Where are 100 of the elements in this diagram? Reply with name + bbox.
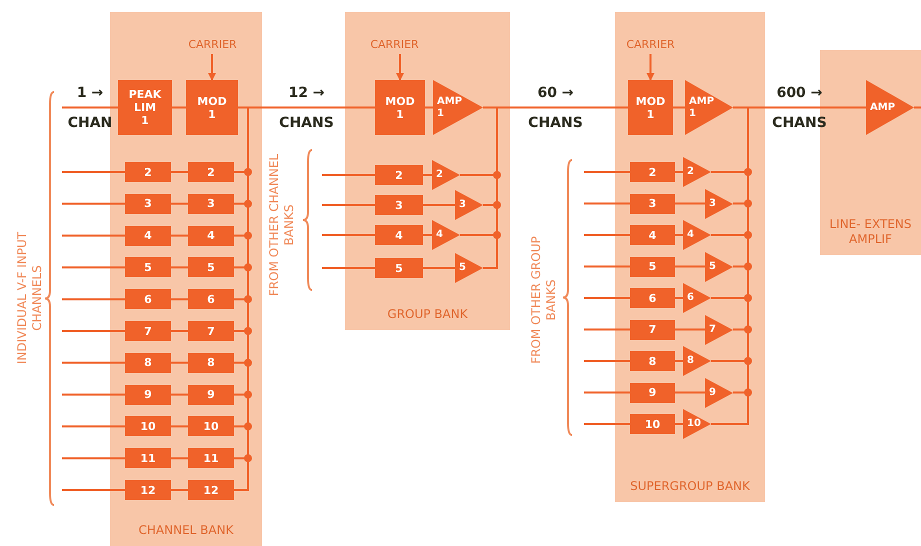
signal-line xyxy=(675,266,705,268)
arrow xyxy=(646,54,654,81)
circuit-block: 7 xyxy=(125,321,171,341)
carrier-label: CARRIER xyxy=(180,38,245,54)
signal-line xyxy=(423,234,432,236)
signal-line xyxy=(584,171,630,173)
side-caption: FROM OTHER CHANNEL BANKS xyxy=(267,153,297,297)
signal-line xyxy=(584,266,630,268)
circuit-block: 2 xyxy=(375,165,423,185)
circuit-block: 6 xyxy=(630,288,675,308)
circuit-block: 2 xyxy=(125,162,171,182)
side-caption: INDIVIDUAL V-F INPUT CHANNELS xyxy=(15,230,45,366)
circuit-block: 7 xyxy=(188,321,234,341)
circuit-block: 4 xyxy=(188,226,234,246)
signal-line xyxy=(171,298,188,300)
signal-line xyxy=(62,298,125,300)
signal-line xyxy=(584,234,630,236)
circuit-block: 11 xyxy=(188,448,234,468)
signal-line xyxy=(62,266,125,268)
amplifier-triangle: 7 xyxy=(705,314,733,344)
amplifier-triangle: 6 xyxy=(683,283,711,313)
bank-title: LINE- EXTENS AMPLIF xyxy=(828,217,913,247)
signal-line xyxy=(62,202,125,205)
signal-line xyxy=(171,330,188,332)
circuit-block: MOD 1 xyxy=(186,80,238,135)
circuit-block: 7 xyxy=(630,320,675,340)
bank-panel xyxy=(110,12,262,546)
amplifier-triangle: 3 xyxy=(705,188,733,218)
signal-line xyxy=(62,425,125,428)
circuit-block: 6 xyxy=(125,289,171,310)
amplifier-triangle: 10 xyxy=(683,409,711,439)
amplifier-triangle: AMP 1 xyxy=(685,80,733,135)
edge-label: 600 → CHANS xyxy=(771,84,828,132)
amplifier-triangle: 4 xyxy=(683,220,711,250)
circuit-block: 4 xyxy=(630,225,675,245)
circuit-block: 5 xyxy=(188,257,234,278)
signal-line xyxy=(171,266,188,268)
signal-line xyxy=(322,267,375,269)
carrier-label: CARRIER xyxy=(618,38,683,54)
bank-title: GROUP BANK xyxy=(386,307,469,322)
signal-line xyxy=(172,106,186,108)
circuit-block: 10 xyxy=(188,416,234,436)
signal-line xyxy=(423,204,455,206)
amplifier-triangle: 2 xyxy=(432,160,460,190)
signal-line xyxy=(62,234,125,237)
circuit-block: 9 xyxy=(630,382,675,402)
signal-line xyxy=(62,171,125,173)
signal-line xyxy=(62,106,118,108)
signal-line xyxy=(171,425,188,428)
signal-line xyxy=(62,362,125,364)
circuit-block: 11 xyxy=(125,448,171,468)
bank-panel xyxy=(615,12,765,502)
signal-line xyxy=(171,202,188,205)
signal-line xyxy=(322,234,375,236)
signal-line xyxy=(584,392,630,394)
amplifier-triangle: 3 xyxy=(455,190,483,220)
signal-line xyxy=(673,106,685,108)
circuit-block: 2 xyxy=(630,162,675,182)
signal-line xyxy=(171,394,188,396)
bank-panel xyxy=(345,12,510,330)
circuit-block: 3 xyxy=(630,194,675,214)
circuit-block: 4 xyxy=(125,226,171,246)
circuit-block: 6 xyxy=(188,289,234,310)
circuit-block: 10 xyxy=(125,416,171,436)
circuit-block: 5 xyxy=(125,257,171,278)
signal-line xyxy=(584,202,630,204)
amplifier-triangle: 5 xyxy=(705,252,733,282)
circuit-block: 3 xyxy=(125,194,171,214)
bank-title: SUPERGROUP BANK xyxy=(629,479,751,494)
circuit-block: 12 xyxy=(125,480,171,500)
circuit-block: 5 xyxy=(375,258,423,278)
signal-line xyxy=(62,394,125,396)
amplifier-triangle: 2 xyxy=(683,157,711,187)
signal-line xyxy=(423,174,432,176)
signal-line xyxy=(584,423,630,425)
signal-line xyxy=(62,457,125,460)
circuit-block: MOD 1 xyxy=(628,80,673,135)
signal-line xyxy=(171,362,188,364)
arrow xyxy=(208,54,216,81)
signal-line xyxy=(425,106,433,108)
circuit-block: 5 xyxy=(630,256,675,276)
signal-line xyxy=(675,234,683,236)
amplifier-triangle: AMP xyxy=(866,80,914,135)
signal-line xyxy=(171,457,188,460)
carrier-label: CARRIER xyxy=(362,38,427,54)
circuit-block: 12 xyxy=(188,480,234,500)
amplifier-triangle: AMP 1 xyxy=(433,80,483,135)
signal-line xyxy=(675,171,683,173)
circuit-block: 2 xyxy=(188,162,234,182)
signal-line xyxy=(171,489,188,491)
signal-line xyxy=(171,171,188,173)
arrow xyxy=(396,54,404,81)
signal-line xyxy=(584,297,630,299)
circuit-block: 4 xyxy=(375,225,423,245)
amplifier-triangle: 5 xyxy=(455,253,483,283)
signal-line xyxy=(675,202,705,204)
signal-line xyxy=(675,423,683,425)
signal-line xyxy=(675,328,705,330)
circuit-block: 9 xyxy=(188,384,234,405)
signal-line xyxy=(584,328,630,330)
